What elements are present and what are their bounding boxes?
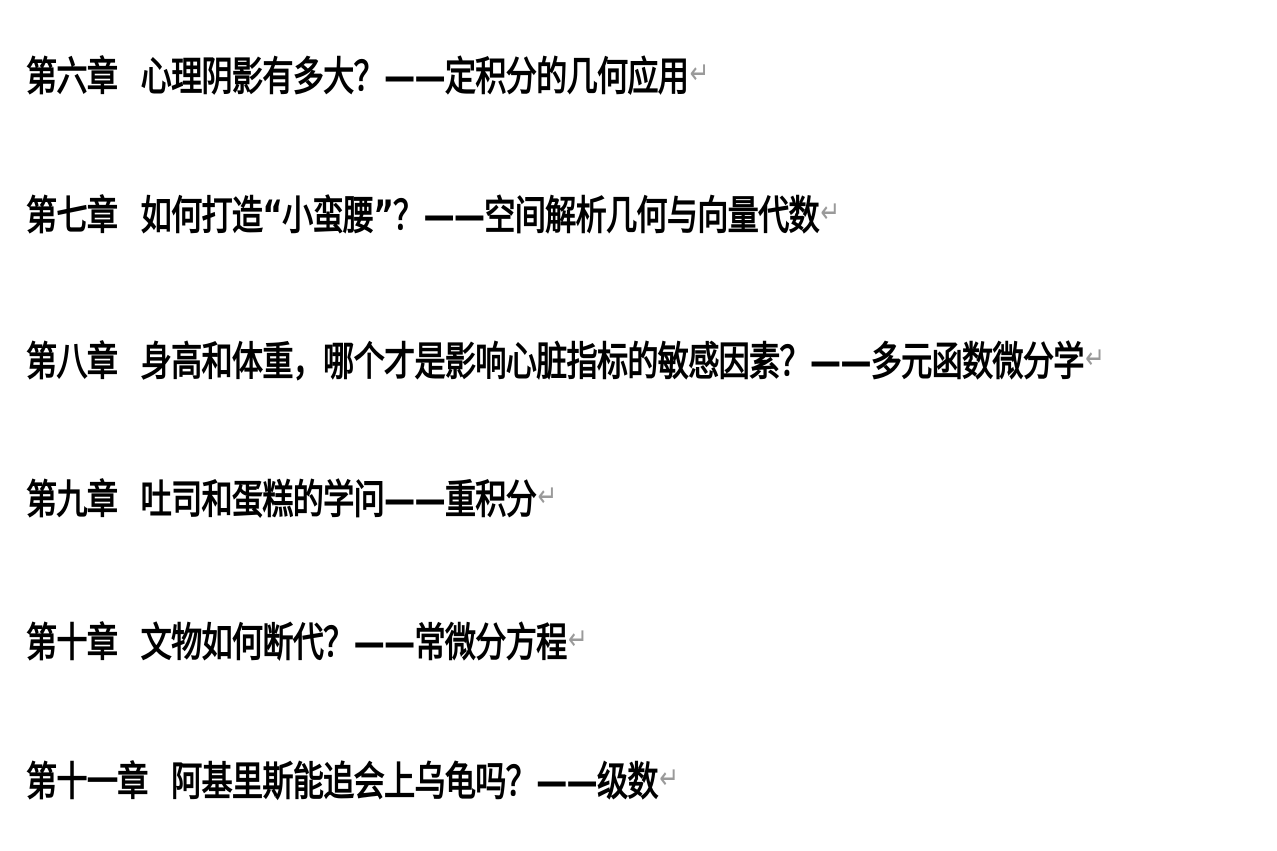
chapter-number: 第十章 [26, 620, 118, 666]
chapter-title: 阿基里斯能追会上乌龟吗？——级数 [171, 759, 658, 805]
chapter-title: 如何打造“小蛮腰”？——空间解析几何与向量代数 [140, 193, 820, 239]
chapter-line-10: 第十章 文物如何断代？——常微分方程 ↵ [26, 599, 588, 679]
chapter-number: 第七章 [26, 193, 118, 239]
chapter-title: 文物如何断代？——常微分方程 [140, 620, 568, 666]
chapter-line-11: 第十一章 阿基里斯能追会上乌龟吗？——级数 ↵ [26, 738, 679, 818]
paragraph-mark-icon: ↵ [537, 478, 558, 514]
paragraph-mark-icon: ↵ [568, 621, 588, 657]
chapter-title: 心理阴影有多大？——定积分的几何应用 [140, 54, 689, 100]
chapter-line-9: 第九章 吐司和蛋糕的学问——重积分 ↵ [26, 456, 557, 536]
chapter-number: 第十一章 [26, 759, 148, 805]
chapter-line-7: 第七章 如何打造“小蛮腰”？——空间解析几何与向量代数 ↵ [26, 172, 840, 252]
paragraph-mark-icon: ↵ [820, 194, 840, 230]
chapter-number: 第九章 [26, 477, 118, 523]
paragraph-mark-icon: ↵ [1085, 340, 1105, 376]
chapter-line-8: 第八章 身高和体重，哪个才是影响心脏指标的敏感因素？——多元函数微分学 ↵ [26, 318, 1105, 398]
chapter-title: 吐司和蛋糕的学问——重积分 [140, 477, 537, 523]
chapter-title: 身高和体重，哪个才是影响心脏指标的敏感因素？——多元函数微分学 [140, 339, 1085, 385]
paragraph-mark-icon: ↵ [659, 760, 679, 796]
chapter-number: 第六章 [26, 54, 118, 100]
chapter-number: 第八章 [26, 339, 118, 385]
paragraph-mark-icon: ↵ [689, 55, 710, 91]
chapter-line-6: 第六章 心理阴影有多大？——定积分的几何应用 ↵ [26, 33, 709, 113]
